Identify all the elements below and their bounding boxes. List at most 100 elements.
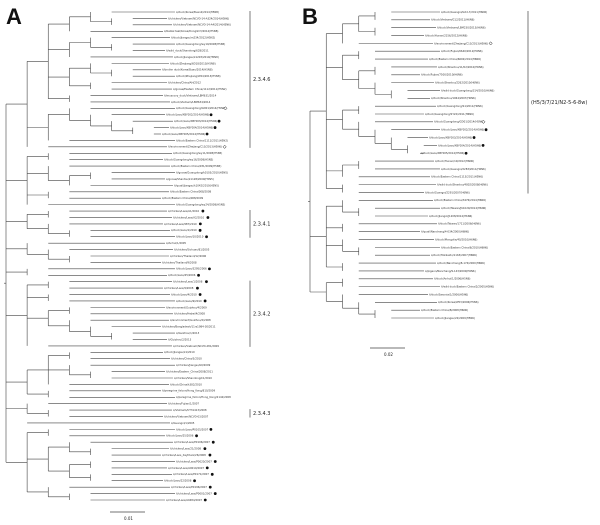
leaf-label: A/Anhui/1/2005 — [166, 241, 186, 245]
leaf-label: A/duck/Guangdong/wy24/2008(H5N5) — [176, 203, 225, 207]
leaf-label: A/duck/Fujian/7500/2010(H6N6) — [421, 73, 463, 77]
leaf-label: A/chicken/Laos_Xaythani/26/2008 — [162, 453, 206, 457]
leaf-label: A/duck/Laos/22/2008 — [164, 479, 192, 483]
leaf-label: A/duck/Laos/4/2010 — [171, 292, 197, 296]
leaf-label: A/duck/Hunan/10/2012(H6N6) — [435, 159, 474, 163]
leaf-label: A/wild duck/Guangdong/314/2010(H6N6) — [441, 88, 494, 92]
leaf-label: A/duck/Korea/W53/2006(H5N6) — [438, 300, 479, 304]
leaf-label: A/chicken/Laos/A0484/2007 — [166, 498, 202, 502]
laos-isolate-marker — [203, 299, 207, 303]
leaf-label: A/duck/Hokkaido/1163/2007(H6N6) — [431, 253, 477, 257]
leaf-label: A/peregrine_falcon/Hong_Kong/810/2009 — [162, 389, 215, 393]
leaf-label: A/chicken/Laos/A2/2010 — [173, 215, 204, 219]
leaf-label: A/chicken/Vietnam/NCVD-14-A324/2014(H5N6… — [168, 16, 229, 20]
leaf-label: A/goose/Guangdong/k0103/2010(H5N5) — [176, 170, 228, 174]
leaf-label: A/duck/Eastern China/1113/2011(H5N6) — [431, 175, 483, 179]
laos-isolate-marker — [203, 447, 207, 451]
leaf-label: A/chicken/Vietnam/NCVD-14-A4/2014(H5N6) — [173, 23, 231, 27]
leaf-label: A/goose/Eastern China/1112/2011(H5N2) — [173, 87, 227, 91]
clade-label: 2.3.4.2 — [253, 312, 271, 318]
laos-isolate-marker — [203, 498, 207, 502]
clade-label: 2.3.4.1 — [253, 222, 271, 228]
leaf-label: A/duck/Mongolia/40/2010(H6N6) — [435, 237, 477, 241]
panel-a-letter: A — [6, 4, 22, 29]
panel-b-scale-label: 0.02 — [384, 352, 393, 357]
leaf-label: A/duck/Guangdong/GD01/2014(H5N6) — [176, 106, 226, 110]
clade-label: (H5/3/7/21/N2-5-6-8w) — [531, 100, 587, 106]
leaf-label: A/duck/Guangdong/wy19/2008(H5N5) — [176, 42, 225, 46]
leaf-label: A/peregrine_falcon/Hong_Kong/2142/2008 — [176, 395, 231, 399]
leaf-label: A/environment/Zhejiang/C13/2013(H5N6) — [434, 41, 488, 45]
leaf-label: A/duck/Guangdong/S1/2011(H6N6) — [437, 104, 483, 108]
laos-isolate-marker — [464, 151, 468, 155]
leaf-label: A/duck/Eastern China/008/2008 — [170, 190, 211, 194]
leaf-label: A/duck/Guangdong/SY22/2011(H6N6) — [425, 112, 474, 116]
leaf-label: A/duck/Jiangxi/J1208/2014(H6N6) — [429, 214, 472, 218]
leaf-label: A/wild duck/Eastern China/2/2005(H5N6) — [441, 285, 494, 289]
leaf-label: A/chicken/Laos/1/2008 — [173, 280, 203, 284]
leaf-label: A/duck/Anhui/1/2006(H5N6) — [434, 277, 470, 281]
leaf-label: A/duck/Vietnam/LBM634/2014 — [171, 100, 211, 104]
laos-isolate-marker — [213, 460, 217, 463]
laos-isolate-marker — [213, 492, 217, 495]
reference-isolate-marker — [488, 41, 493, 46]
leaf-label: A/chicken/Laos/A1/2010 — [168, 209, 199, 213]
laos-isolate-marker — [217, 119, 221, 123]
laos-isolate-marker — [213, 126, 217, 129]
leaf-label: A/chicken/China/3/2010 — [171, 357, 202, 361]
leaf-label: A/muscovy_duck/Vietnam/LBM631/2014 — [164, 93, 217, 97]
laos-isolate-marker — [193, 479, 196, 483]
leaf-label: A/duck/Laos/XBY003/2014(H5N6) — [174, 119, 217, 123]
leaf-label: A/duck/Eastern China/3476/2014(H6N6) — [434, 198, 486, 202]
leaf-label: A/duck/Shantou/11/02/2010(H6N6) — [438, 65, 484, 69]
leaf-label: A/chicken/Laos/P0020/2007 — [176, 459, 212, 463]
clade-label: 2.3.4.3 — [253, 411, 271, 417]
laos-isolate-marker — [472, 136, 476, 139]
leaf-label: A/duck/Shantou/1064/2007(H6N6) — [431, 96, 476, 100]
leaf-label: A/broiler duck/Korea/Buan/2014(H5N8) — [162, 68, 212, 72]
leaf-label: A/chicken/Vietnam/NCVD-281/2009 — [173, 344, 219, 348]
leaf-label: A/duck/Jiangsu/k1/2010 — [164, 350, 195, 354]
laos-isolate-marker — [205, 132, 209, 136]
leaf-label: A/Guangxi/1/2005 — [171, 421, 195, 425]
laos-isolate-marker — [205, 280, 208, 284]
leaf-label: A/quail/Jiangsu/k1042/2010(H5N5) — [174, 183, 219, 187]
leaf-label: A/chicken/Sichuan/81/2005 — [174, 247, 210, 251]
leaf-label: A/environment/Guizhou/4/2009 — [166, 305, 207, 309]
laos-isolate-marker — [198, 222, 202, 226]
panel-b-scale-bar: 0.02 — [370, 347, 405, 357]
leaf-label: A/chicken/Laos/P0171/2007 — [173, 472, 209, 476]
panel-a-scale-label: 0.01 — [124, 516, 133, 521]
leaf-label: A/chicken/Jiangsu/k0/2009 — [176, 363, 211, 367]
laos-isolate-marker — [206, 216, 210, 219]
leaf-label: A/duck/China/k382/2010 — [170, 382, 202, 386]
leaf-label: A/chicken/Laos/21/2008 — [170, 447, 201, 451]
leaf-label: A/duck/Laos/XBY005/2014(H5N6) — [421, 151, 464, 155]
panel-a: A A/duck/Korea/Buan2/2014(H5N8) A/chicken… — [4, 4, 271, 521]
leaf-label: A/chicken/Vietnam/NCVD-03/2007 — [164, 414, 209, 418]
leaf-label: A/chicken/Bangladesh/11rs1984-30/2011 — [162, 325, 216, 329]
laos-isolate-marker — [208, 485, 212, 489]
leaf-label: A/Vietnam/UT31413/2008 — [173, 408, 207, 412]
laos-isolate-marker — [209, 427, 213, 431]
leaf-label: A/duck/Shantou/2262/2010(H6N6) — [435, 81, 480, 85]
leaf-label: A/duck/Eastern China/8/2008(H6N6) — [421, 308, 468, 312]
leaf-label: A/duck/Laos/P0105/2007 — [176, 427, 209, 431]
laos-isolate-marker — [209, 113, 213, 117]
leaf-label: A/environment/Guizhou/2/2008 — [170, 318, 211, 322]
leaf-label: A/duck/Laos/XBY003/2014(H5N6) — [429, 135, 472, 139]
panel-b-clade-brackets: (H5/3/7/21/N2-5-6-8w) — [527, 11, 587, 194]
leaf-label: A/duck/Korea/Buan2/2014(H5N8) — [176, 10, 219, 14]
panel-b-letter: B — [302, 4, 318, 29]
leaf-label: A/goose/Shantou/k1128/2009(H5N5) — [166, 177, 214, 181]
leaf-label: A/duck/Eastern China/031/2009(H5N5) — [171, 164, 221, 168]
leaf-label: A/duck/Guangdong/wy11/2008(H5N5) — [173, 151, 222, 155]
panel-b-tree: A/duck/Guangxi/GXd-7/2011(H6N6)A/duck/Vi… — [308, 10, 494, 320]
leaf-label: A/chicken/China/AH/2012 — [168, 81, 201, 85]
reference-isolate-marker — [222, 144, 227, 149]
leaf-label: A/baikal teal/Korea/Donglim3/2014(H5N8) — [164, 29, 218, 33]
laos-isolate-marker — [198, 293, 202, 296]
leaf-label: A/chicken/Thailand/12/2006 — [170, 254, 207, 258]
laos-isolate-marker — [210, 472, 214, 476]
